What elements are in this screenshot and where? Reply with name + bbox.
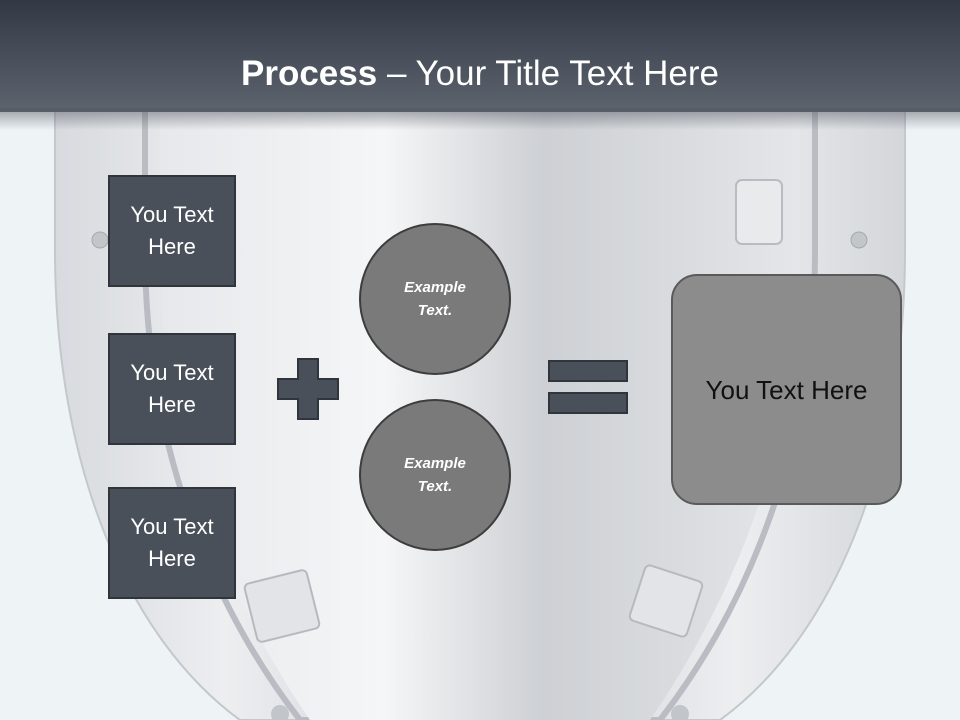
plus-icon — [277, 358, 339, 420]
left-text-box-2[interactable]: You Text Here — [108, 333, 236, 445]
left-text-box-label: You Text Here — [130, 360, 214, 417]
example-circle-label: Example Text. — [404, 455, 466, 495]
result-text-box-label: You Text Here — [705, 374, 868, 405]
example-circle-2[interactable]: Example Text. — [359, 399, 511, 551]
title-bold-part: Process — [241, 54, 378, 93]
example-circle-1[interactable]: Example Text. — [359, 223, 511, 375]
slide-title: Process – Your Title Text Here — [0, 52, 960, 96]
left-text-box-1[interactable]: You Text Here — [108, 175, 236, 287]
left-text-box-label: You Text Here — [130, 514, 214, 571]
left-text-box-label: You Text Here — [130, 202, 214, 259]
left-text-box-3[interactable]: You Text Here — [108, 487, 236, 599]
equals-icon — [548, 360, 628, 414]
example-circle-label: Example Text. — [404, 279, 466, 319]
result-text-box[interactable]: You Text Here — [671, 274, 902, 505]
title-rest-part: – Your Title Text Here — [377, 54, 719, 93]
title-bar — [0, 0, 960, 112]
title-bar-shadow — [0, 108, 960, 130]
